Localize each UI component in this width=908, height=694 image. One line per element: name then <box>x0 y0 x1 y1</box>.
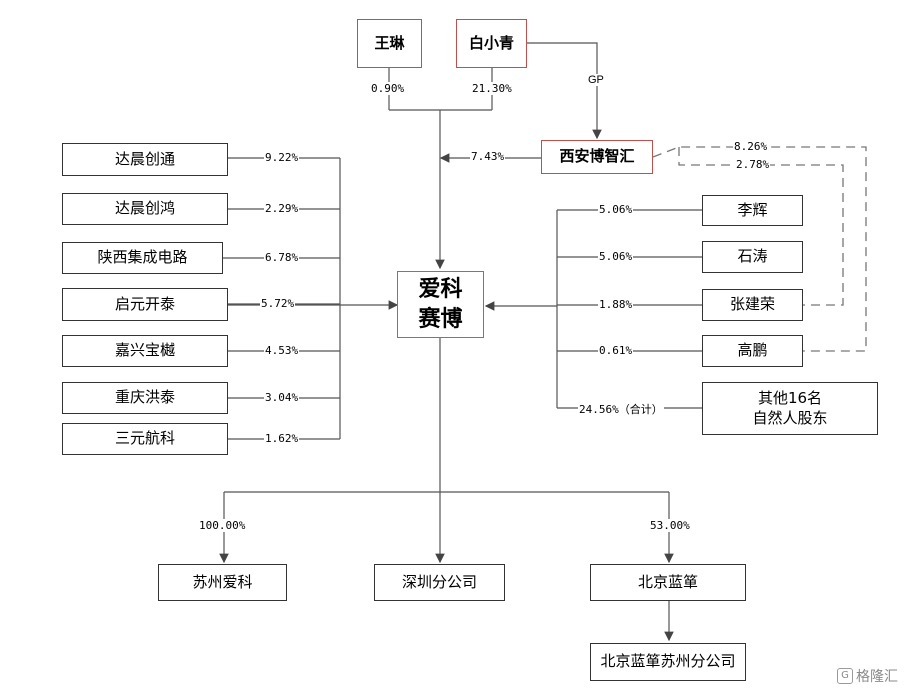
left-shareholder: 启元开泰 <box>62 288 228 321</box>
right-shareholder: 高鹏 <box>702 335 803 367</box>
left-shareholder-pct: 9.22% <box>264 151 300 164</box>
left-shareholder-name: 启元开泰 <box>114 294 175 313</box>
right-shareholder: 张建荣 <box>702 289 803 321</box>
center-company: 爱科 赛博 <box>397 271 484 338</box>
pct-beijing: 53.00% <box>649 519 691 532</box>
right-shareholder-pct: 0.61% <box>598 344 634 357</box>
shareholder-baixiaoqing: 白小青 <box>456 19 527 68</box>
right-shareholder-name: 张建荣 <box>729 295 775 314</box>
left-shareholder: 达晨创鸿 <box>62 193 228 225</box>
other-shareholders-line2: 自然人股东 <box>752 408 828 427</box>
right-shareholder-pct: 1.88% <box>598 298 634 311</box>
watermark-text: 格隆汇 <box>856 669 898 685</box>
right-shareholder-pct: 5.06% <box>598 203 634 216</box>
pct-dashed-gao: 2.78% <box>735 158 771 171</box>
left-shareholder-name: 达晨创鸿 <box>114 199 175 218</box>
subsidiary-beijing: 北京蓝箪 <box>590 564 746 601</box>
left-shareholder: 重庆洪泰 <box>62 382 228 414</box>
subsidiary-beijing-suzhou-label: 北京蓝箪苏州分公司 <box>600 652 736 671</box>
subsidiary-shenzhen-label: 深圳分公司 <box>401 572 477 591</box>
pct-suzhou: 100.00% <box>198 519 247 532</box>
subsidiary-shenzhen: 深圳分公司 <box>374 564 505 601</box>
left-shareholder: 陕西集成电路 <box>62 242 223 274</box>
left-shareholder: 达晨创通 <box>62 143 228 176</box>
left-shareholder-pct: 6.78% <box>264 251 300 264</box>
pct-bozhi: 7.43% <box>470 150 506 163</box>
subsidiary-beijing-label: 北京蓝箪 <box>637 572 698 591</box>
left-shareholder-name: 陕西集成电路 <box>97 248 188 267</box>
other-shareholders-pct: 24.56%（合计） <box>578 401 664 417</box>
right-shareholder: 李辉 <box>702 195 803 226</box>
left-shareholder-name: 达晨创通 <box>114 149 175 168</box>
subsidiary-suzhou-label: 苏州爱科 <box>192 572 253 591</box>
shareholder-xian-bozhi-label: 西安博智汇 <box>559 147 635 166</box>
left-shareholder-name: 重庆洪泰 <box>114 388 175 407</box>
pct-baixiaoqing: 21.30% <box>471 82 513 95</box>
other-shareholders: 其他16名 自然人股东 <box>702 382 878 435</box>
pct-dashed-zhang: 8.26% <box>733 140 769 153</box>
other-shareholders-line1: 其他16名 <box>757 389 823 407</box>
left-shareholder-name: 嘉兴宝樾 <box>114 341 175 360</box>
subsidiary-beijing-suzhou: 北京蓝箪苏州分公司 <box>590 643 746 681</box>
left-shareholder: 三元航科 <box>62 423 228 455</box>
right-shareholder: 石涛 <box>702 241 803 273</box>
subsidiary-suzhou: 苏州爱科 <box>158 564 287 601</box>
right-shareholder-name: 石涛 <box>737 247 768 266</box>
watermark-logo-icon: G <box>837 668 853 684</box>
gp-label: GP <box>588 74 604 86</box>
center-company-line2: 赛博 <box>418 306 463 332</box>
shareholder-wanglin-label: 王琳 <box>374 33 405 52</box>
left-shareholder-pct: 1.62% <box>264 432 300 445</box>
shareholder-baixiaoqing-label: 白小青 <box>468 33 514 52</box>
left-shareholder-pct: 4.53% <box>264 344 300 357</box>
left-shareholder-pct: 2.29% <box>264 202 300 215</box>
center-company-line1: 爱科 <box>418 276 463 302</box>
shareholder-wanglin: 王琳 <box>357 19 422 68</box>
right-shareholder-pct: 5.06% <box>598 250 634 263</box>
left-shareholder-pct: 5.72% <box>260 297 296 310</box>
left-shareholder: 嘉兴宝樾 <box>62 335 228 367</box>
left-shareholder-name: 三元航科 <box>114 429 175 448</box>
right-shareholder-name: 李辉 <box>737 200 768 219</box>
pct-wanglin: 0.90% <box>370 82 406 95</box>
shareholder-xian-bozhi: 西安博智汇 <box>541 140 653 174</box>
left-shareholder-pct: 3.04% <box>264 391 300 404</box>
right-shareholder-name: 高鹏 <box>737 341 768 360</box>
watermark: G 格隆汇 <box>837 666 898 686</box>
